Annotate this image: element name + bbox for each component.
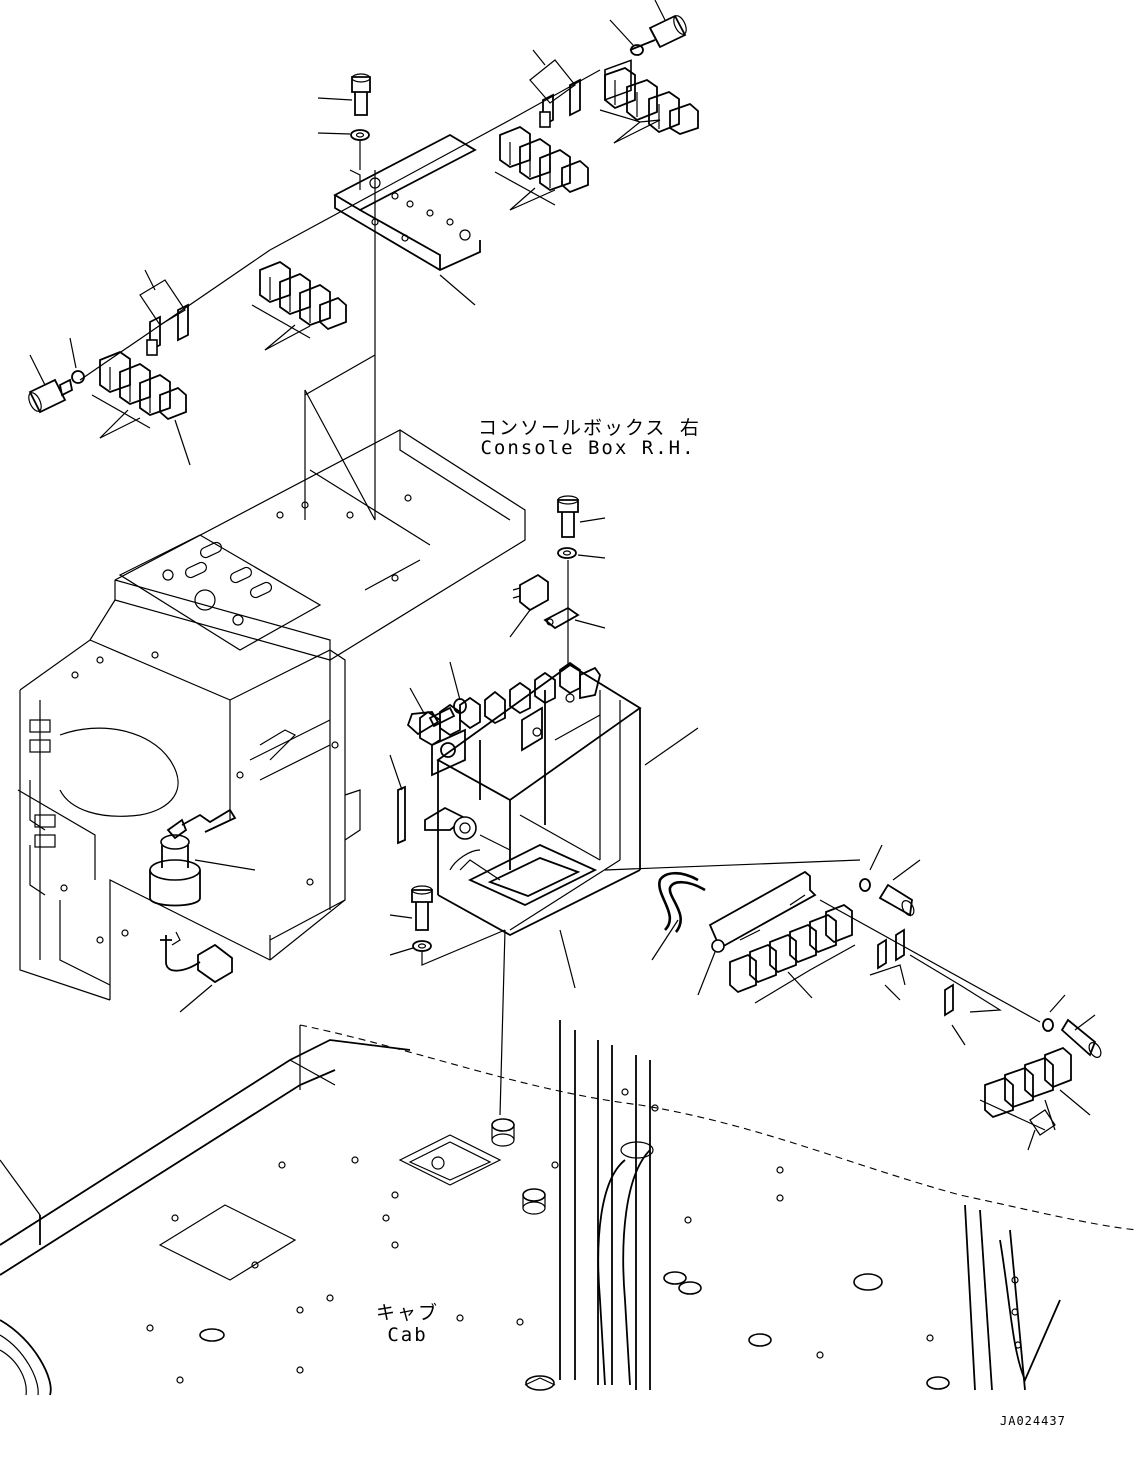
relay-cluster-upper-left	[139, 260, 347, 356]
upper-relay-bracket	[304, 73, 481, 521]
controller-box	[397, 495, 706, 1116]
relay-cluster-top-right	[269, 0, 699, 251]
figure-number: JA024437	[1000, 1414, 1066, 1428]
relay-cluster-far-left	[28, 249, 271, 466]
cab-label-en: Cab	[387, 1324, 428, 1346]
relay-cluster-middle	[494, 125, 589, 211]
relay-cluster-right	[708, 844, 1102, 1151]
leader-lines	[389, 517, 861, 996]
console-box-label-jp: コンソールボックス 右	[478, 417, 701, 439]
console-box-label-en: Console Box R.H.	[480, 437, 696, 459]
cab-floor	[0, 1020, 1137, 1396]
cab-label-jp: キャブ	[375, 1302, 439, 1324]
key-switch	[149, 808, 256, 1013]
console-box-frame	[17, 429, 526, 1001]
